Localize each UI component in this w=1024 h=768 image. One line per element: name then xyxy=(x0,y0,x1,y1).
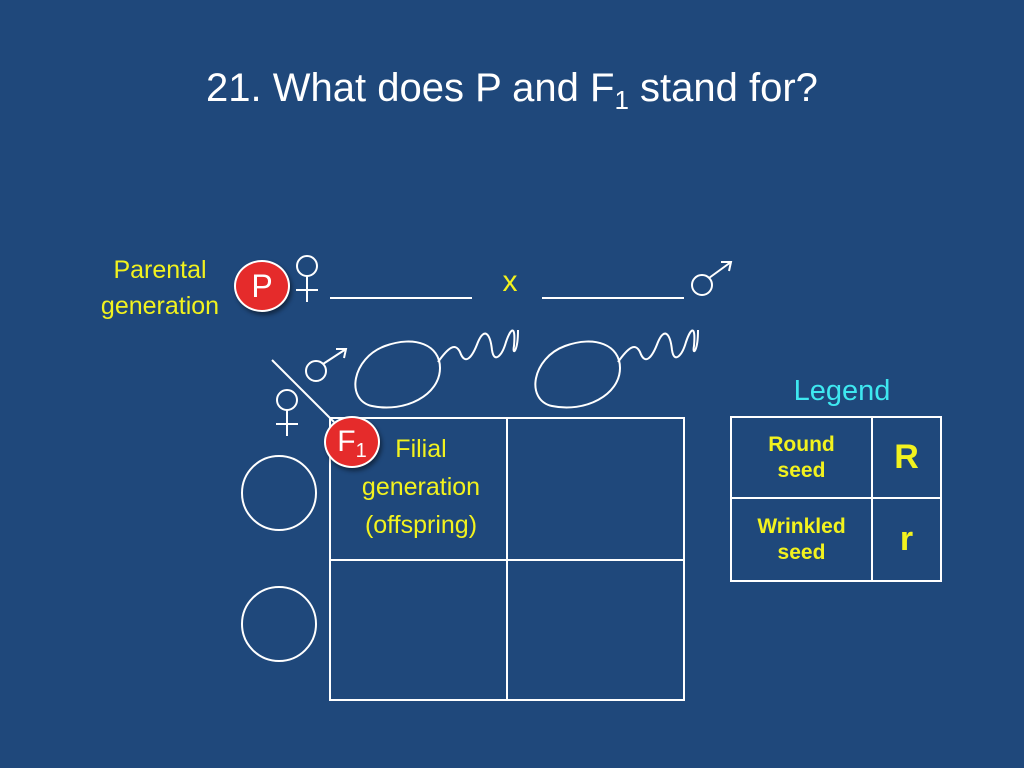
title-text: 21. What does P and F xyxy=(206,66,615,110)
filial-label-text: Filial generation xyxy=(361,435,481,501)
title-text-end: stand for? xyxy=(628,66,818,110)
male-symbol-icon xyxy=(691,261,733,296)
male-symbol-icon xyxy=(305,348,348,382)
f1-badge-letter: F xyxy=(337,425,356,458)
f1-badge: F1 xyxy=(324,416,380,468)
round-seed-icon xyxy=(241,455,317,531)
title-subscript: 1 xyxy=(614,85,629,115)
legend-trait-round: Round seed xyxy=(768,432,835,482)
punnett-diagonal xyxy=(271,359,335,423)
cross-symbol: x xyxy=(502,265,518,298)
filial-generation-label: Filial generation (offspring) xyxy=(346,430,496,544)
punnett-square xyxy=(329,417,685,701)
legend-symbol-wrinkled: r xyxy=(899,520,914,558)
legend-trait-cell: Round seed xyxy=(732,418,873,499)
female-symbol-icon xyxy=(296,255,318,302)
f1-badge-subscript: 1 xyxy=(355,440,367,462)
parental-generation-label: Parental generation xyxy=(100,256,220,320)
legend-symbol-round: R xyxy=(873,418,940,499)
female-symbol-icon xyxy=(276,389,298,436)
legend-trait-wrinkled: Wrinkled seed xyxy=(757,514,846,564)
legend-table: Round seed R Wrinkled seed r xyxy=(730,416,942,582)
wrinkled-seed-icon xyxy=(354,329,519,409)
legend-title: Legend xyxy=(793,375,891,407)
round-seed-icon xyxy=(241,586,317,662)
slide-title: 21. What does P and F1 stand for? xyxy=(0,62,1024,114)
p-badge: P xyxy=(234,260,290,312)
legend-trait-cell: Wrinkled seed xyxy=(732,499,873,580)
wrinkled-seed-icon xyxy=(534,329,699,409)
offspring-note: (offspring) xyxy=(364,511,478,539)
